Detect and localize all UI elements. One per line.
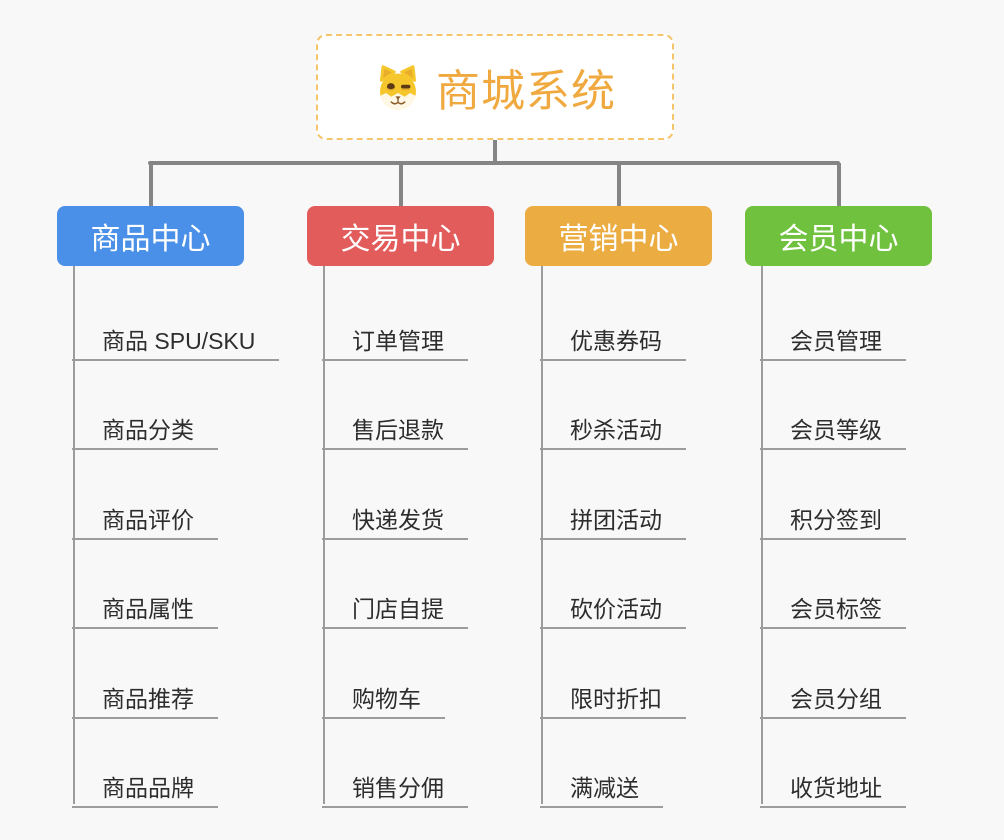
branch-label: 商品中心 — [90, 223, 211, 256]
branch-node-member-center[interactable]: 会员中心 — [745, 206, 932, 266]
dog-face-icon — [380, 65, 416, 110]
connector-branch-spine — [73, 266, 75, 804]
leaf-node-product-center-2[interactable]: 商品评价 — [72, 490, 218, 540]
branch-node-product-center[interactable]: 商品中心 — [57, 206, 244, 266]
connector-rail — [148, 161, 840, 165]
connector-drop-product-center — [148, 163, 153, 206]
leaf-node-product-center-4[interactable]: 商品推荐 — [72, 669, 218, 719]
leaf-node-marketing-center-5[interactable]: 满减送 — [540, 758, 663, 808]
leaf-node-marketing-center-4[interactable]: 限时折扣 — [540, 669, 686, 719]
leaf-node-product-center-0[interactable]: 商品 SPU/SKU — [72, 311, 280, 361]
branch-label: 营销中心 — [558, 223, 679, 256]
leaf-node-member-center-5[interactable]: 收货地址 — [760, 758, 906, 808]
connector-branch-spine — [761, 266, 763, 804]
branch-node-trade-center[interactable]: 交易中心 — [307, 206, 494, 266]
mindmap-root-node[interactable]: 商城系统 — [316, 34, 674, 140]
leaf-node-trade-center-5[interactable]: 销售分佣 — [322, 758, 468, 808]
leaf-node-product-center-5[interactable]: 商品品牌 — [72, 758, 218, 808]
branch-label: 交易中心 — [340, 223, 461, 256]
leaf-node-marketing-center-3[interactable]: 砍价活动 — [540, 579, 686, 629]
leaf-node-trade-center-1[interactable]: 售后退款 — [322, 400, 468, 450]
connector-drop-trade-center — [398, 163, 403, 206]
leaf-node-member-center-4[interactable]: 会员分组 — [760, 669, 906, 719]
connector-root-stem — [493, 140, 497, 163]
leaf-node-trade-center-3[interactable]: 门店自提 — [322, 579, 468, 629]
connector-drop-marketing-center — [616, 163, 621, 206]
leaf-node-member-center-0[interactable]: 会员管理 — [760, 311, 906, 361]
branch-label: 会员中心 — [778, 223, 899, 256]
branch-node-marketing-center[interactable]: 营销中心 — [525, 206, 712, 266]
leaf-node-member-center-1[interactable]: 会员等级 — [760, 400, 906, 450]
connector-branch-spine — [541, 266, 543, 804]
leaf-node-member-center-2[interactable]: 积分签到 — [760, 490, 906, 540]
leaf-node-trade-center-2[interactable]: 快递发货 — [322, 490, 468, 540]
leaf-node-trade-center-0[interactable]: 订单管理 — [322, 311, 468, 361]
connector-drop-member-center — [836, 163, 841, 206]
leaf-node-product-center-3[interactable]: 商品属性 — [72, 579, 218, 629]
leaf-node-marketing-center-2[interactable]: 拼团活动 — [540, 490, 686, 540]
root-title: 商城系统 — [436, 67, 616, 116]
connector-branch-spine — [323, 266, 325, 804]
leaf-node-product-center-1[interactable]: 商品分类 — [72, 400, 218, 450]
leaf-node-trade-center-4[interactable]: 购物车 — [322, 669, 445, 719]
leaf-node-member-center-3[interactable]: 会员标签 — [760, 579, 906, 629]
leaf-node-marketing-center-1[interactable]: 秒杀活动 — [540, 400, 686, 450]
leaf-node-marketing-center-0[interactable]: 优惠券码 — [540, 311, 686, 361]
